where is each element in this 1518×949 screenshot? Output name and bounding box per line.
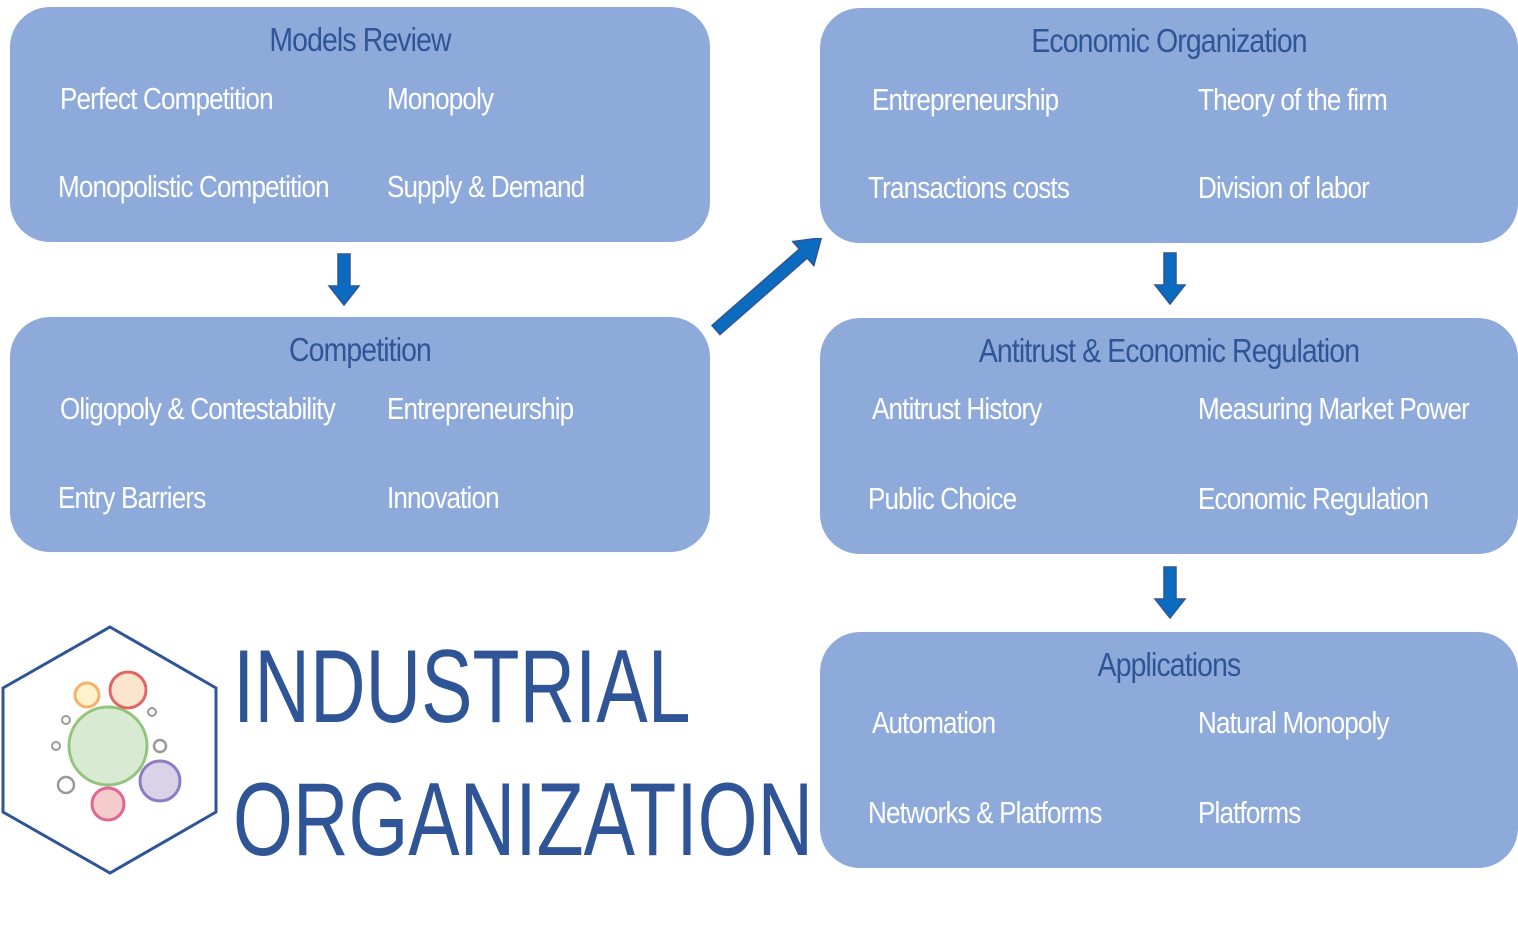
logo-bubble-gray-2: [152, 738, 168, 754]
applications-item-networks-platforms: Networks & Platforms: [868, 795, 1102, 830]
models-review-box: Models Review Perfect Competition Monopo…: [10, 7, 710, 242]
competition-item-innovation: Innovation: [387, 480, 500, 515]
logo-bubble-purple: [138, 759, 182, 803]
logo-bubble-yellow: [73, 681, 101, 709]
logo-bubble-gray-1: [56, 775, 76, 795]
antitrust-item-measuring-market-power: Measuring Market Power: [1198, 391, 1470, 426]
economic-organization-item-entrepreneurship: Entrepreneurship: [872, 82, 1059, 117]
models-review-item-supply-demand: Supply & Demand: [387, 169, 585, 204]
competition-box: Competition Oligopoly & Contestability E…: [10, 317, 710, 552]
competition-item-entry-barriers: Entry Barriers: [58, 480, 206, 515]
logo-title-line1: INDUSTRIAL: [233, 629, 691, 745]
applications-item-natural-monopoly: Natural Monopoly: [1198, 705, 1389, 740]
down-arrow-economic-organization-to-antitrust: [1153, 252, 1187, 306]
logo-bubble-gray-5: [147, 707, 157, 717]
antitrust-title: Antitrust & Economic Regulation: [978, 332, 1360, 369]
antitrust-item-antitrust-history: Antitrust History: [872, 391, 1042, 426]
diagonal-arrow-competition-to-economic-organization: [710, 238, 823, 336]
applications-item-automation: Automation: [872, 705, 996, 740]
antitrust-item-public-choice: Public Choice: [868, 481, 1017, 516]
down-arrow-antitrust-to-applications: [1153, 566, 1187, 620]
applications-title: Applications: [1097, 646, 1242, 683]
competition-title: Competition: [289, 331, 432, 368]
competition-item-oligopoly: Oligopoly & Contestability: [60, 391, 336, 426]
antitrust-box: Antitrust & Economic Regulation Antitrus…: [820, 318, 1518, 554]
competition-item-entrepreneurship: Entrepreneurship: [387, 391, 574, 426]
down-arrow-models-to-competition: [327, 253, 361, 307]
logo-bubble-pink: [90, 786, 126, 822]
applications-box: Applications Automation Natural Monopoly…: [820, 632, 1518, 868]
economic-organization-box: Economic Organization Entrepreneurship T…: [820, 8, 1518, 243]
economic-organization-title: Economic Organization: [1031, 22, 1307, 59]
economic-organization-item-division-of-labor: Division of labor: [1198, 170, 1370, 205]
models-review-item-monopolistic-competition: Monopolistic Competition: [58, 169, 330, 204]
models-review-item-monopoly: Monopoly: [387, 81, 494, 116]
logo-bubble-gray-3: [51, 741, 61, 751]
economic-organization-item-transactions-costs: Transactions costs: [868, 170, 1070, 205]
economic-organization-item-theory-of-firm: Theory of the firm: [1198, 82, 1388, 117]
logo-bubble-gray-4: [61, 715, 71, 725]
models-review-title: Models Review: [269, 21, 451, 58]
logo-bubble-orange: [108, 670, 148, 710]
logo-title-line2: ORGANIZATION: [233, 762, 814, 878]
logo-bubble-large-green: [67, 705, 149, 787]
antitrust-item-economic-regulation: Economic Regulation: [1198, 481, 1429, 516]
applications-item-platforms: Platforms: [1198, 795, 1301, 830]
logo-hexagon-icon: [1, 625, 218, 875]
models-review-item-perfect-competition: Perfect Competition: [60, 81, 274, 116]
